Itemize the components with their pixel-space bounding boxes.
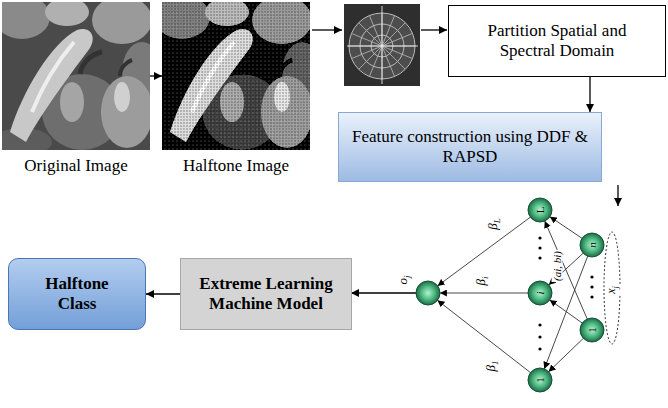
weight-label: βi: [474, 275, 491, 286]
box-text: Extreme Learning Machine Model: [191, 274, 341, 315]
flow-arrows: [421, 29, 447, 30]
neuron-index: n: [587, 242, 598, 248]
flow-arrow: [146, 293, 180, 294]
original-photo: [2, 2, 150, 150]
ellipsis-dots: [590, 295, 593, 298]
process-box: Partition Spatial and Spectral Domain: [448, 5, 666, 77]
network-weights: [428, 293, 540, 380]
image-caption: Original Image: [24, 156, 127, 176]
neurons: [416, 198, 604, 392]
input-label: xj: [605, 285, 621, 295]
neuron-index: 1: [535, 377, 546, 383]
halftone-photo: [162, 2, 310, 150]
ellipsis-dots: [538, 323, 541, 326]
ellipsis-dots: [590, 275, 593, 278]
spectrum-partition-image: [344, 4, 420, 86]
flow-arrows: [617, 185, 618, 206]
network-weights: [428, 210, 540, 293]
neurons: [528, 281, 552, 305]
neuron-index: i: [535, 291, 546, 294]
halftone-photo: [162, 2, 310, 150]
image-caption: Halftone Image: [183, 156, 289, 176]
network-weights: [428, 210, 592, 380]
flow-arrow: [150, 75, 162, 76]
ellipsis-dots: [590, 285, 593, 288]
network-weights: [540, 210, 592, 330]
ellipsis-dots: [538, 256, 541, 259]
spectrum-partition-image: [347, 46, 418, 47]
box-text: Halftone Class: [27, 274, 127, 315]
halftone-photo: [162, 2, 310, 150]
ellipsis-dots: [538, 236, 541, 239]
weight-label: β1: [484, 359, 501, 372]
flow-arrows: [312, 29, 342, 30]
network-weights: [428, 293, 540, 294]
model-box: Extreme Learning Machine Model: [180, 258, 352, 330]
flow-arrow: [589, 77, 590, 112]
neurons: [528, 368, 552, 392]
neurons: [580, 318, 604, 342]
bias-label: (ai, bi): [552, 250, 563, 282]
neurons: [580, 233, 604, 257]
ellipsis-dots: [538, 246, 541, 249]
neurons: [528, 198, 552, 222]
neuron-index: 1: [587, 327, 598, 333]
neuron-index: L: [535, 207, 546, 214]
image-panel: Halftone Image: [162, 2, 310, 150]
spectrum-partition-image: [382, 6, 383, 84]
ellipsis-dots: [538, 335, 541, 338]
input-bracket: [604, 232, 620, 344]
weight-label: βL: [486, 217, 503, 231]
neurons: [416, 281, 440, 305]
flow-arrows: [351, 292, 416, 293]
output-box: Halftone Class: [8, 258, 146, 330]
process-box: Feature construction using DDF & RAPSD: [338, 112, 602, 182]
box-text: Partition Spatial and Spectral Domain: [459, 21, 655, 62]
spectrum-partition-image: [344, 4, 420, 86]
original-photo: [2, 2, 150, 150]
box-text: Feature construction using DDF & RAPSD: [349, 127, 591, 168]
image-panel: Original Image: [2, 2, 150, 150]
ellipsis-dots: [538, 347, 541, 350]
output-label: oj: [396, 274, 413, 285]
halftone-photo: [162, 2, 310, 150]
